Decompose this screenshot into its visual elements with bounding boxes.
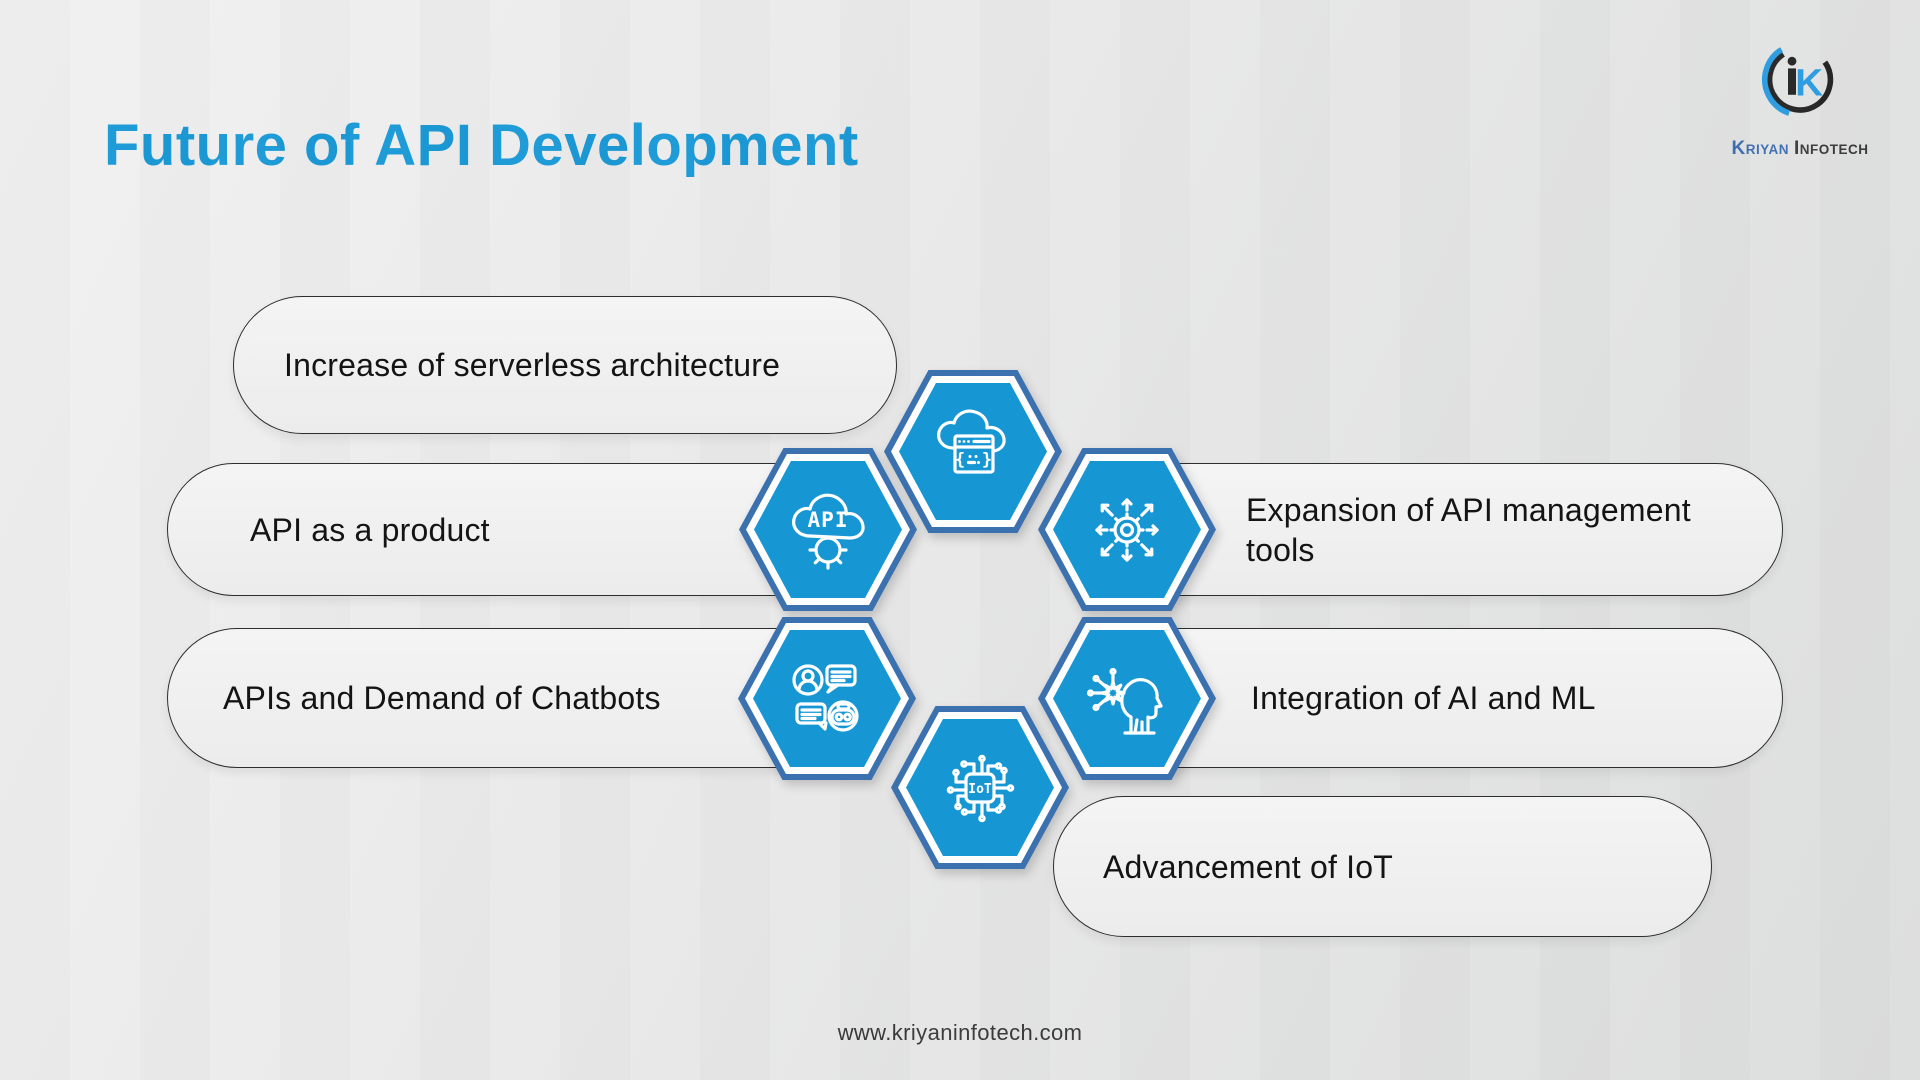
api-text-glyph: API [808,508,849,532]
brace-right-glyph: } [982,450,992,470]
pill-api-product: API as a product [167,463,880,596]
iot-text-glyph: IoT [968,782,992,797]
hex-chatbots [738,617,916,780]
brand-name: KRIYAN INFOTECH [1712,138,1888,160]
api-cloud-gear-icon: API [792,493,865,570]
brand-infotech-initial: I [1793,138,1800,159]
brand-kriyan-initial: K [1731,138,1746,159]
pill-iot-label: Advancement of IoT [1103,848,1393,885]
hex-serverless: { } [884,370,1062,533]
brand-kriyan-rest: RIYAN [1745,142,1789,157]
page-title: Future of API Development [104,113,859,178]
hex-api-product: API [739,448,917,611]
pill-api-management-label: Expansion of API management tools [1246,491,1691,568]
brand-infotech-rest: NFOTECH [1799,142,1869,157]
pill-iot: Advancement of IoT [1053,796,1712,937]
iot-chip-icon: IoT [946,754,1015,822]
ai-head-icon [1086,667,1163,735]
brace-left-glyph: { [955,450,965,470]
pill-chatbots-label: APIs and Demand of Chatbots [223,680,661,716]
hex-ai-ml [1038,617,1216,780]
chatbot-icon [792,663,859,732]
pill-serverless: Increase of serverless architecture [233,296,897,434]
hex-api-management [1038,448,1216,611]
hex-iot: IoT [891,706,1069,869]
website-url: www.kriyaninfotech.com [837,1020,1083,1045]
logo-monogram-icon: K [1762,41,1838,118]
pill-ai-ml-label: Integration of AI and ML [1251,680,1596,716]
cloud-code-icon: { } [937,409,1006,474]
logo-k-letter: K [1795,62,1823,105]
pill-api-product-label: API as a product [250,511,490,548]
gear-expansion-icon [1095,497,1159,562]
pill-serverless-label: Increase of serverless architecture [284,347,781,383]
